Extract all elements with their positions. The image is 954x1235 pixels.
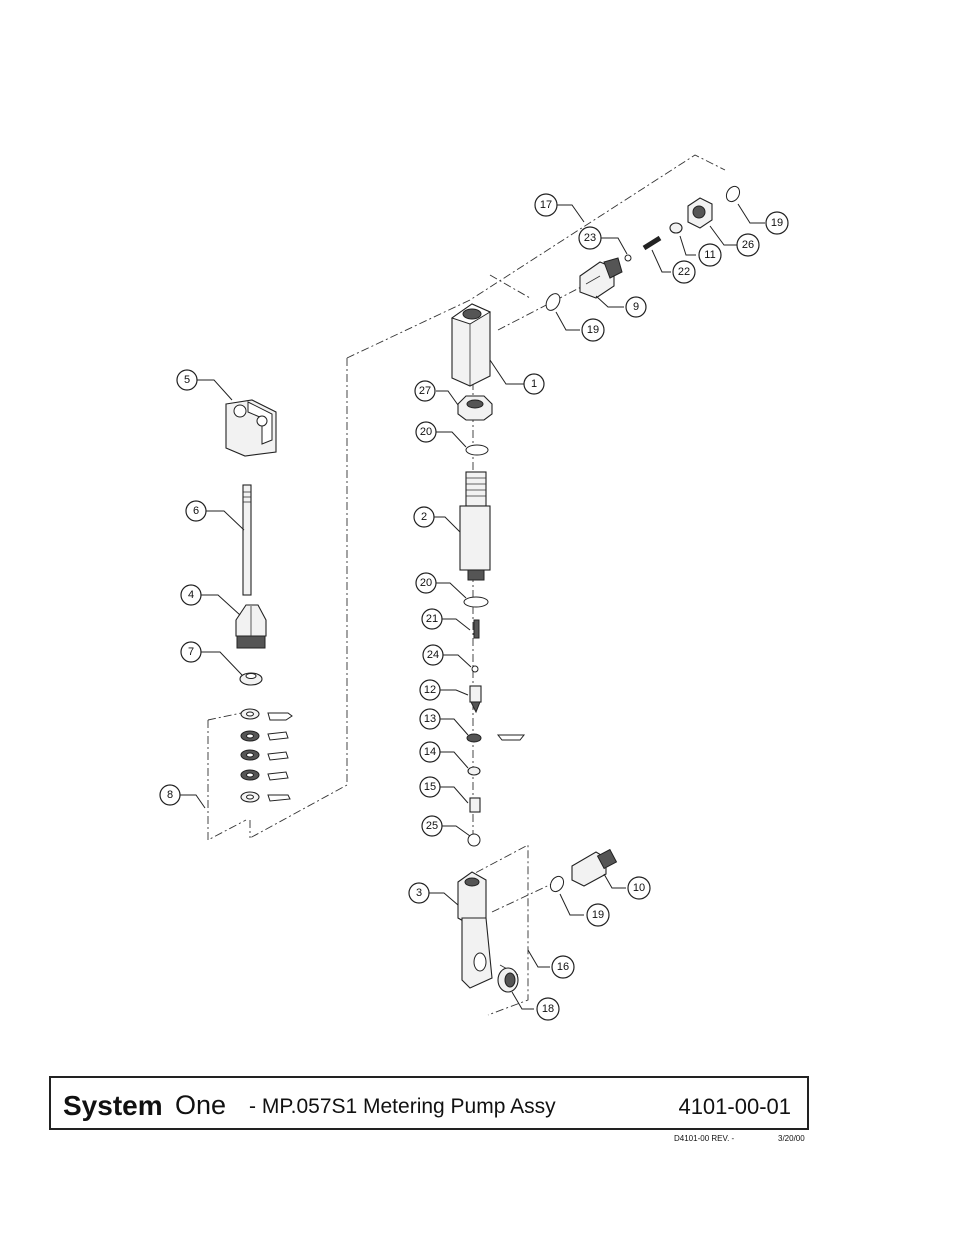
spring-part	[642, 235, 662, 251]
svg-text:12: 12	[424, 684, 436, 696]
svg-text:26: 26	[742, 239, 754, 251]
svg-text:20: 20	[420, 426, 432, 438]
callout-14: 14	[419, 741, 441, 763]
small-ball-part	[471, 665, 479, 673]
valve-piston-part	[469, 685, 482, 714]
outlet-fitting-part	[579, 257, 623, 299]
pump-body-part	[450, 303, 492, 387]
title-block: System One - MP.057S1 Metering Pump Assy…	[49, 1076, 809, 1130]
svg-text:27: 27	[419, 385, 431, 397]
brand-name-bold: System	[63, 1090, 163, 1121]
callout-11: 11	[698, 243, 722, 267]
callout-15: 15	[419, 776, 441, 798]
callout-20-upper: 20	[415, 421, 437, 443]
document-revision: D4101-00 REV. -	[674, 1134, 735, 1143]
svg-text:24: 24	[427, 649, 439, 661]
drawing-title: - MP.057S1 Metering Pump Assy	[249, 1095, 556, 1118]
callout-2: 2	[413, 506, 435, 528]
o-ring-19-mid-part	[545, 293, 561, 311]
fitting-18-part	[497, 967, 519, 993]
callout-26: 26	[736, 233, 760, 257]
callout-8: 8	[159, 784, 181, 806]
clevis-part	[225, 399, 277, 457]
svg-text:9: 9	[633, 301, 639, 313]
svg-text:6: 6	[193, 505, 199, 517]
jam-nut-part	[457, 395, 493, 421]
callout-23: 23	[578, 226, 602, 250]
callout-27: 27	[414, 380, 436, 402]
bushing-part	[467, 766, 481, 776]
callout-21: 21	[421, 608, 443, 630]
svg-text:22: 22	[678, 266, 690, 278]
callout-12: 12	[419, 679, 441, 701]
svg-text:23: 23	[584, 232, 596, 244]
svg-text:3: 3	[416, 887, 422, 899]
callout-16: 16	[551, 955, 575, 979]
callout-10: 10	[627, 876, 651, 900]
svg-text:21: 21	[426, 613, 438, 625]
svg-text:16: 16	[557, 961, 569, 973]
svg-text:25: 25	[426, 820, 438, 832]
callout-20-lower: 20	[415, 572, 437, 594]
callout-19-lower: 19	[586, 903, 610, 927]
gland-nut-part	[235, 604, 267, 649]
svg-text:17: 17	[540, 199, 552, 211]
svg-text:14: 14	[424, 746, 436, 758]
callout-22: 22	[672, 260, 696, 284]
pin-part	[473, 619, 480, 639]
svg-text:20: 20	[420, 577, 432, 589]
o-ring-20-upper-part	[465, 444, 489, 456]
svg-text:19: 19	[592, 909, 604, 921]
callout-6: 6	[185, 500, 207, 522]
callout-19-top: 19	[765, 211, 789, 235]
callout-17: 17	[534, 193, 558, 217]
ball-part	[467, 833, 481, 847]
inlet-fitting-part	[571, 848, 618, 887]
lower-body-part	[457, 871, 493, 989]
packing-stack-part	[240, 708, 293, 803]
seat-part	[669, 222, 683, 234]
svg-text:5: 5	[184, 374, 190, 386]
svg-text:1: 1	[531, 378, 537, 390]
svg-text:13: 13	[424, 713, 436, 725]
callouts: 1 2 3 4 5 6 7 8 9 10 11 12 13 14 15 16 1…	[159, 193, 789, 1021]
leader-lines	[180, 203, 765, 1010]
cap-nut-part	[687, 197, 713, 229]
svg-text:19: 19	[587, 324, 599, 336]
svg-text:11: 11	[704, 249, 715, 261]
callout-18: 18	[536, 997, 560, 1021]
rod-part	[242, 484, 252, 596]
svg-text:19: 19	[771, 217, 783, 229]
svg-text:15: 15	[424, 781, 436, 793]
svg-text:7: 7	[188, 646, 194, 658]
callout-3: 3	[408, 882, 430, 904]
check-ball-part	[624, 254, 632, 262]
callout-4: 4	[180, 584, 202, 606]
cylinder-part	[459, 471, 491, 581]
o-ring-20-lower-part	[463, 596, 489, 608]
brand-name-light: One	[175, 1090, 227, 1120]
svg-text:2: 2	[421, 511, 427, 523]
svg-text:4: 4	[188, 589, 194, 601]
callout-24: 24	[422, 644, 444, 666]
callout-13: 13	[419, 708, 441, 730]
retainer-part	[469, 797, 481, 813]
o-ring-19-top-part	[725, 185, 741, 203]
callout-5: 5	[176, 369, 198, 391]
washer-part	[239, 672, 263, 686]
callout-7: 7	[180, 641, 202, 663]
svg-text:18: 18	[542, 1003, 554, 1015]
svg-text:8: 8	[167, 789, 173, 801]
callout-9: 9	[625, 296, 647, 318]
part-number: 4101-00-01	[678, 1094, 791, 1119]
seal-13-part	[466, 733, 526, 743]
callout-1: 1	[523, 373, 545, 395]
o-ring-19-lower-part	[549, 875, 565, 893]
svg-text:10: 10	[633, 882, 645, 894]
revision-date: 3/20/00	[778, 1134, 805, 1143]
callout-19-mid: 19	[581, 318, 605, 342]
callout-25: 25	[421, 815, 443, 837]
